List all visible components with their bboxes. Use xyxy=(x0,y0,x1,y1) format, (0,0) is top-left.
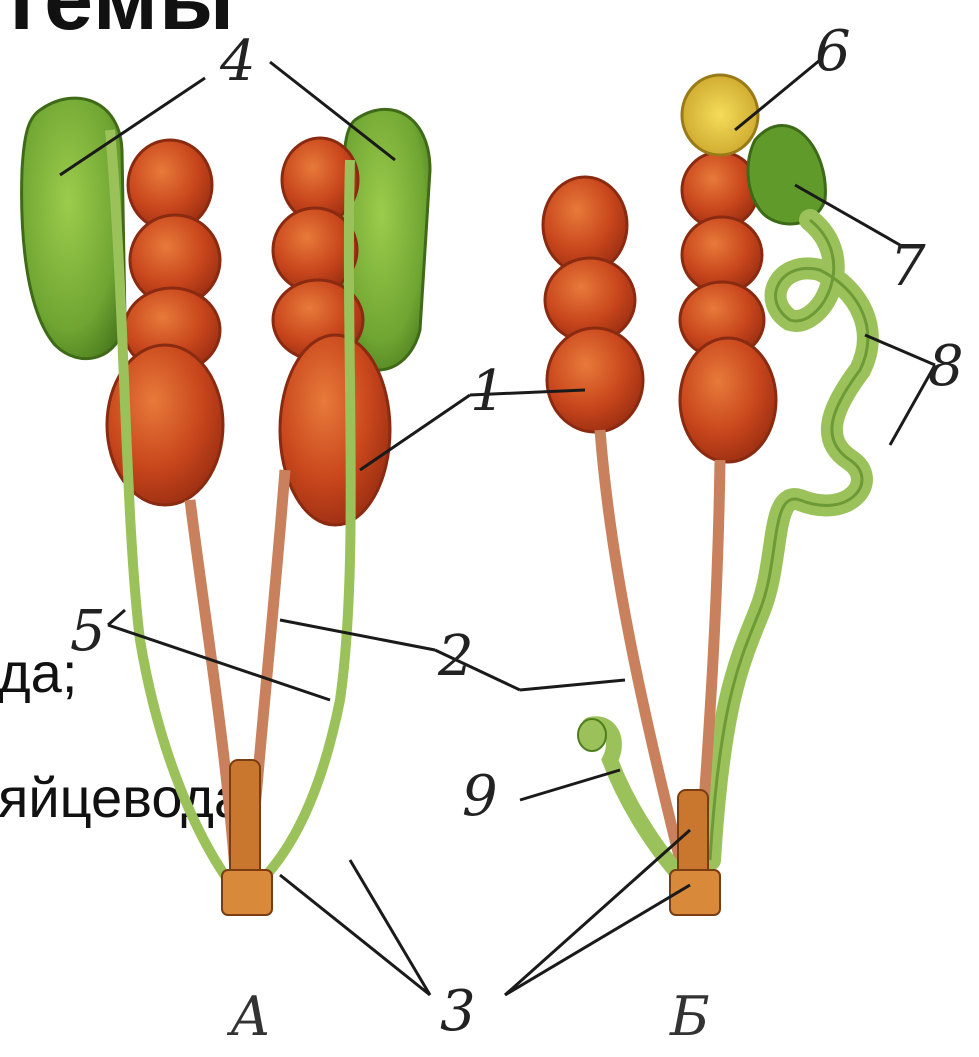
ovary xyxy=(682,75,758,155)
label-1: 1 xyxy=(470,359,506,424)
male-system xyxy=(22,98,430,915)
ureter-female-left xyxy=(600,430,680,860)
label-9: 9 xyxy=(462,764,498,829)
label-4: 4 xyxy=(219,29,256,94)
label-7: 7 xyxy=(890,234,926,299)
caption-male: А xyxy=(226,985,271,1048)
female-system xyxy=(543,75,868,915)
caption-female: Б xyxy=(669,985,710,1048)
label-3: 3 xyxy=(440,979,476,1044)
oviduct-funnel xyxy=(748,125,825,223)
label-2: 2 xyxy=(437,624,474,689)
label-5: 5 xyxy=(70,599,106,664)
label-6: 6 xyxy=(815,19,851,84)
kidney-female-left xyxy=(543,177,643,432)
label-8: 8 xyxy=(928,334,964,399)
cloaca-male xyxy=(222,760,272,915)
